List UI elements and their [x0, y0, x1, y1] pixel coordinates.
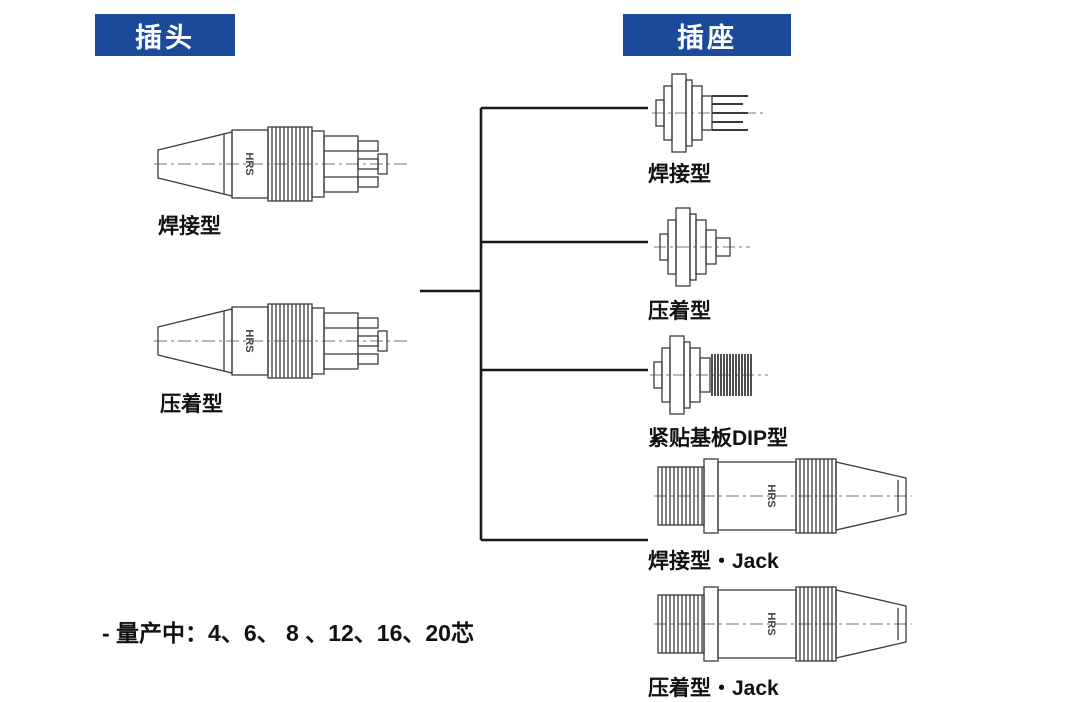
- plug-crimp-drawing: HRS: [152, 295, 410, 387]
- jack-marking-text: HRS: [765, 612, 777, 635]
- socket-crimp-jack-drawing: HRS: [652, 578, 914, 670]
- plug-marking-text: HRS: [243, 152, 255, 175]
- socket-solder-drawing: [650, 66, 768, 160]
- plug-header-badge: 插头: [95, 14, 235, 56]
- plug-solder-label: 焊接型: [158, 215, 221, 238]
- jack-marking-text: HRS: [765, 484, 777, 507]
- tree-lines-path: [420, 106, 648, 542]
- plug-marking-text: HRS: [243, 329, 255, 352]
- plug-solder-drawing: HRS: [152, 118, 410, 210]
- socket-crimp-jack-label: 压着型・Jack: [648, 677, 779, 700]
- socket-dip-drawing: [648, 328, 770, 422]
- socket-solder-label: 焊接型: [648, 163, 711, 186]
- socket-solder-jack-label: 焊接型・Jack: [648, 550, 779, 573]
- socket-crimp-label: 压着型: [648, 300, 711, 323]
- plug-crimp-label: 压着型: [160, 393, 223, 416]
- production-note: - 量产中：4、6、 8 、12、16、20芯: [102, 620, 474, 646]
- socket-crimp-drawing: [652, 200, 752, 294]
- socket-solder-jack-drawing: HRS: [652, 450, 914, 542]
- socket-header-badge: 插座: [623, 14, 791, 56]
- socket-dip-label: 紧贴基板DIP型: [648, 427, 789, 450]
